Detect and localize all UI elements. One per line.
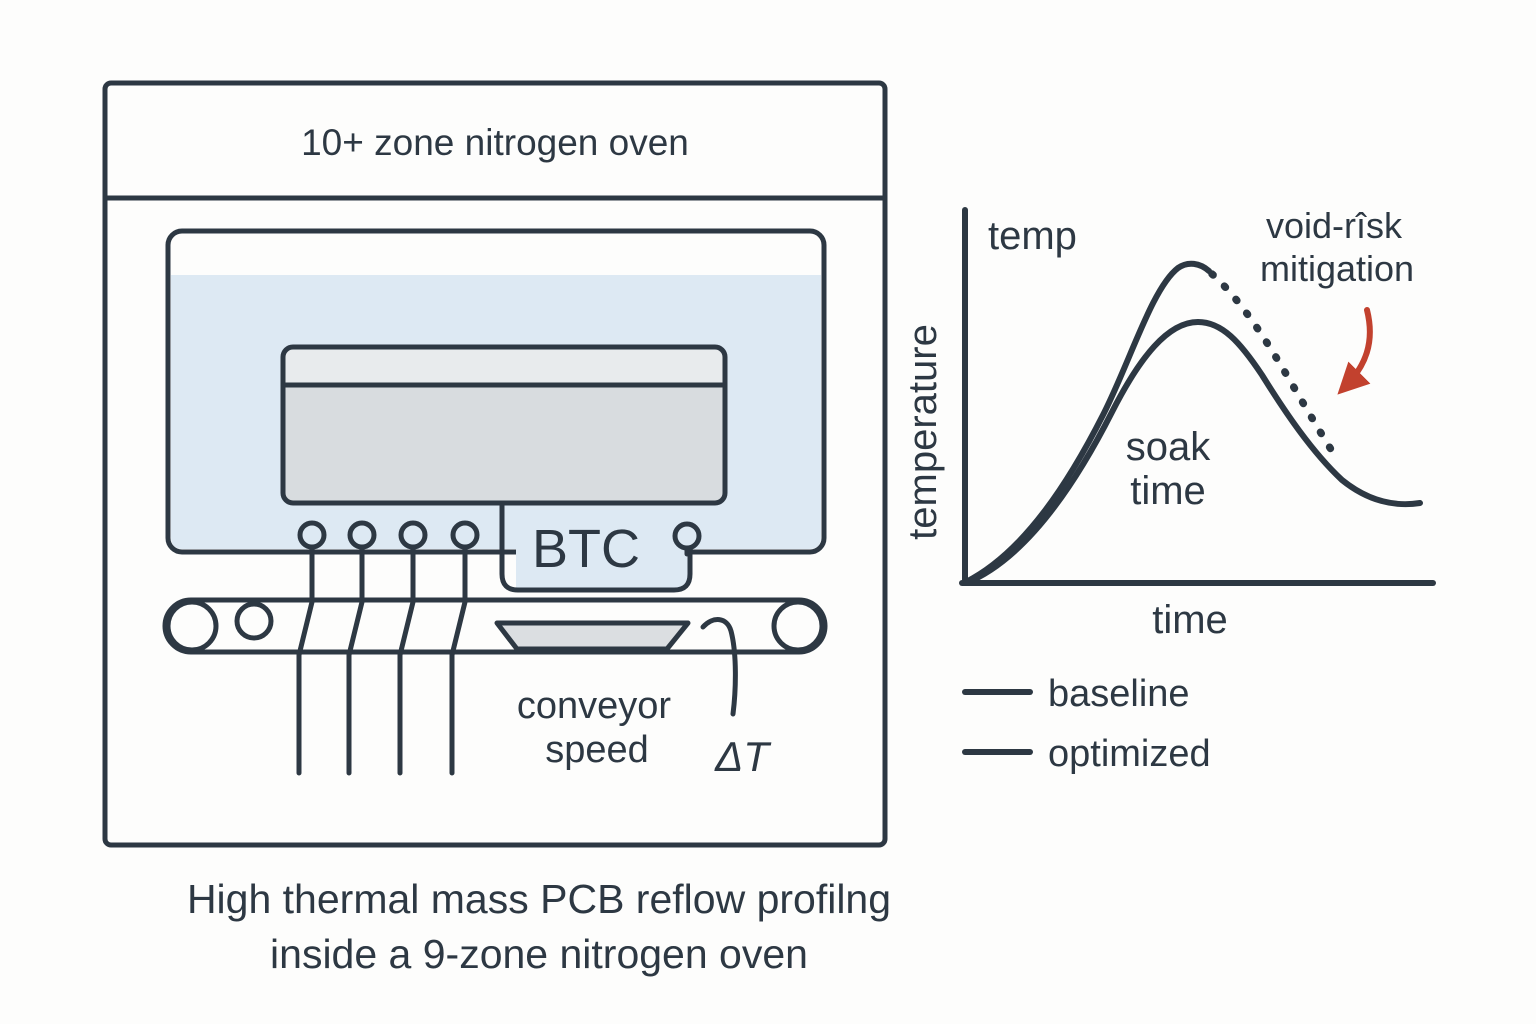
temp-axis-tag: temp: [988, 214, 1077, 258]
caption-line2: inside a 9-zone nitrogen oven: [270, 931, 808, 977]
void-risk-dotted-curve: [1208, 270, 1341, 463]
caption-line1: High thermal mass PCB reflow profilng: [187, 876, 891, 922]
legend-label-baseline: baseline: [1048, 673, 1190, 715]
oven-chamber: [165, 228, 827, 555]
legend-label-optimized: optimized: [1048, 733, 1211, 775]
void-risk-arrow: [1337, 307, 1373, 395]
conveyor-roller-right: [771, 599, 825, 653]
chart-legend: baseline optimized: [962, 673, 1211, 775]
btc-tab: [499, 496, 693, 593]
void-risk-label-line2: mitigation: [1260, 248, 1414, 289]
pcb-outline: [280, 344, 728, 506]
conveyor-roller-left: [165, 599, 219, 653]
optimized-curve: [963, 319, 1423, 586]
x-axis-label: time: [1152, 598, 1228, 642]
conveyor-speed-label-line1: conveyor: [517, 685, 672, 727]
thermocouple-wire-2: [346, 544, 365, 776]
oven-panel: 10+ zone nitrogen oven BTC: [102, 80, 888, 848]
y-axis-label: temperature: [901, 324, 945, 540]
btc-tab-gap: [516, 544, 688, 588]
soak-time-label-line1: soak: [1126, 425, 1211, 469]
delta-t-leader-line: [700, 617, 738, 717]
thermocouple-wire-4: [449, 544, 468, 776]
pcb-body: [283, 385, 725, 503]
void-risk-label-line1: void-rîsk: [1266, 205, 1403, 246]
thermocouple-wire-3: [397, 544, 416, 776]
delta-t-label: ΔT: [714, 733, 772, 780]
thermocouple-wire-1: [296, 544, 315, 776]
board-on-conveyor: [494, 620, 691, 652]
oven-title: 10+ zone nitrogen oven: [301, 122, 689, 163]
baseline-curve: [963, 260, 1212, 585]
conveyor-speed-label-line2: speed: [545, 729, 649, 771]
reflow-profile-chart: temp temperature time soak time void-rîs…: [901, 205, 1436, 775]
conveyor-roller-small: [234, 601, 274, 641]
figure-caption: High thermal mass PCB reflow profilng in…: [187, 876, 891, 977]
oven-outer-box: [102, 80, 888, 848]
soak-time-label-line2: time: [1130, 469, 1206, 513]
btc-label: BTC: [532, 519, 640, 579]
pcb-top-strip: [283, 347, 725, 385]
